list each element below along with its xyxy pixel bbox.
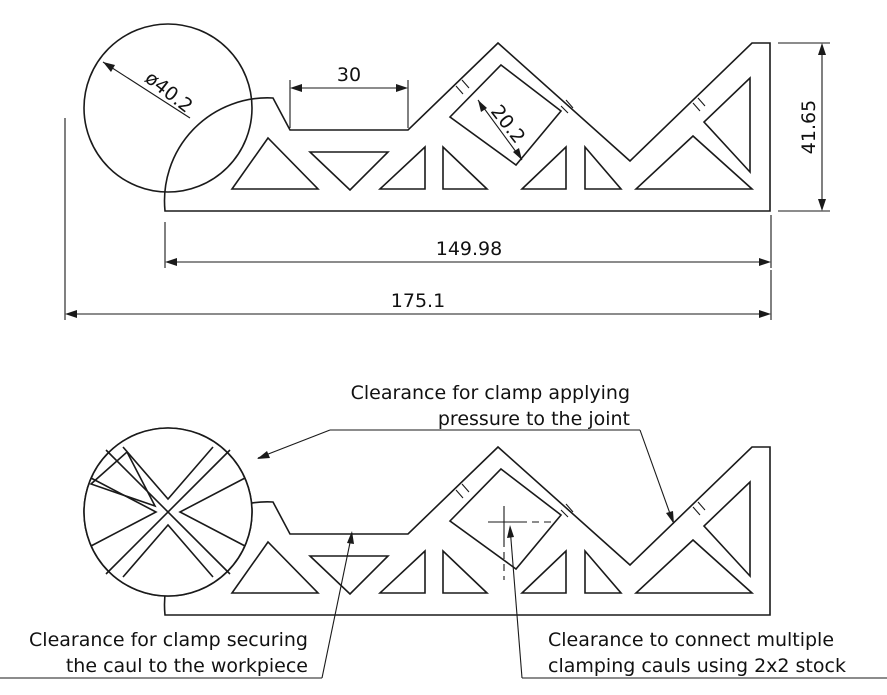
callout-caul-workpiece: Clearance for clamp securing the caul to… — [0, 531, 354, 679]
square-size-label: 20.2 — [486, 101, 529, 148]
dimension-slot-width: 30 — [289, 64, 409, 128]
dimension-overall-length: 175.1 — [64, 118, 772, 320]
overall-length-label: 175.1 — [391, 290, 445, 312]
cross-insert — [83, 427, 253, 597]
callout-joint-pressure-line1: Clearance for clamp applying — [351, 382, 630, 404]
callout-2x2-stock-line1: Clearance to connect multiple — [548, 629, 834, 651]
dimension-square-size: 20.2 — [477, 99, 529, 161]
callout-caul-workpiece-line2: the caul to the workpiece — [66, 655, 308, 677]
center-mark — [488, 506, 555, 580]
slot-width-label: 30 — [337, 64, 361, 86]
height-label: 41.65 — [798, 100, 820, 154]
callout-joint-pressure-line2: pressure to the joint — [438, 408, 630, 430]
dimension-height: 41.65 — [778, 42, 830, 212]
dimension-inner-length: 149.98 — [164, 215, 772, 268]
inner-length-label: 149.98 — [436, 238, 502, 260]
profile-top-view — [83, 23, 771, 212]
callout-2x2-stock: Clearance to connect multiple clamping c… — [507, 525, 887, 679]
callout-caul-workpiece-line1: Clearance for clamp securing — [29, 629, 308, 651]
callout-joint-pressure: Clearance for clamp applying pressure to… — [257, 382, 674, 524]
callout-2x2-stock-line2: clamping cauls using 2x2 stock — [548, 655, 846, 677]
dimension-hole-diameter: ø40.2 — [102, 61, 197, 119]
